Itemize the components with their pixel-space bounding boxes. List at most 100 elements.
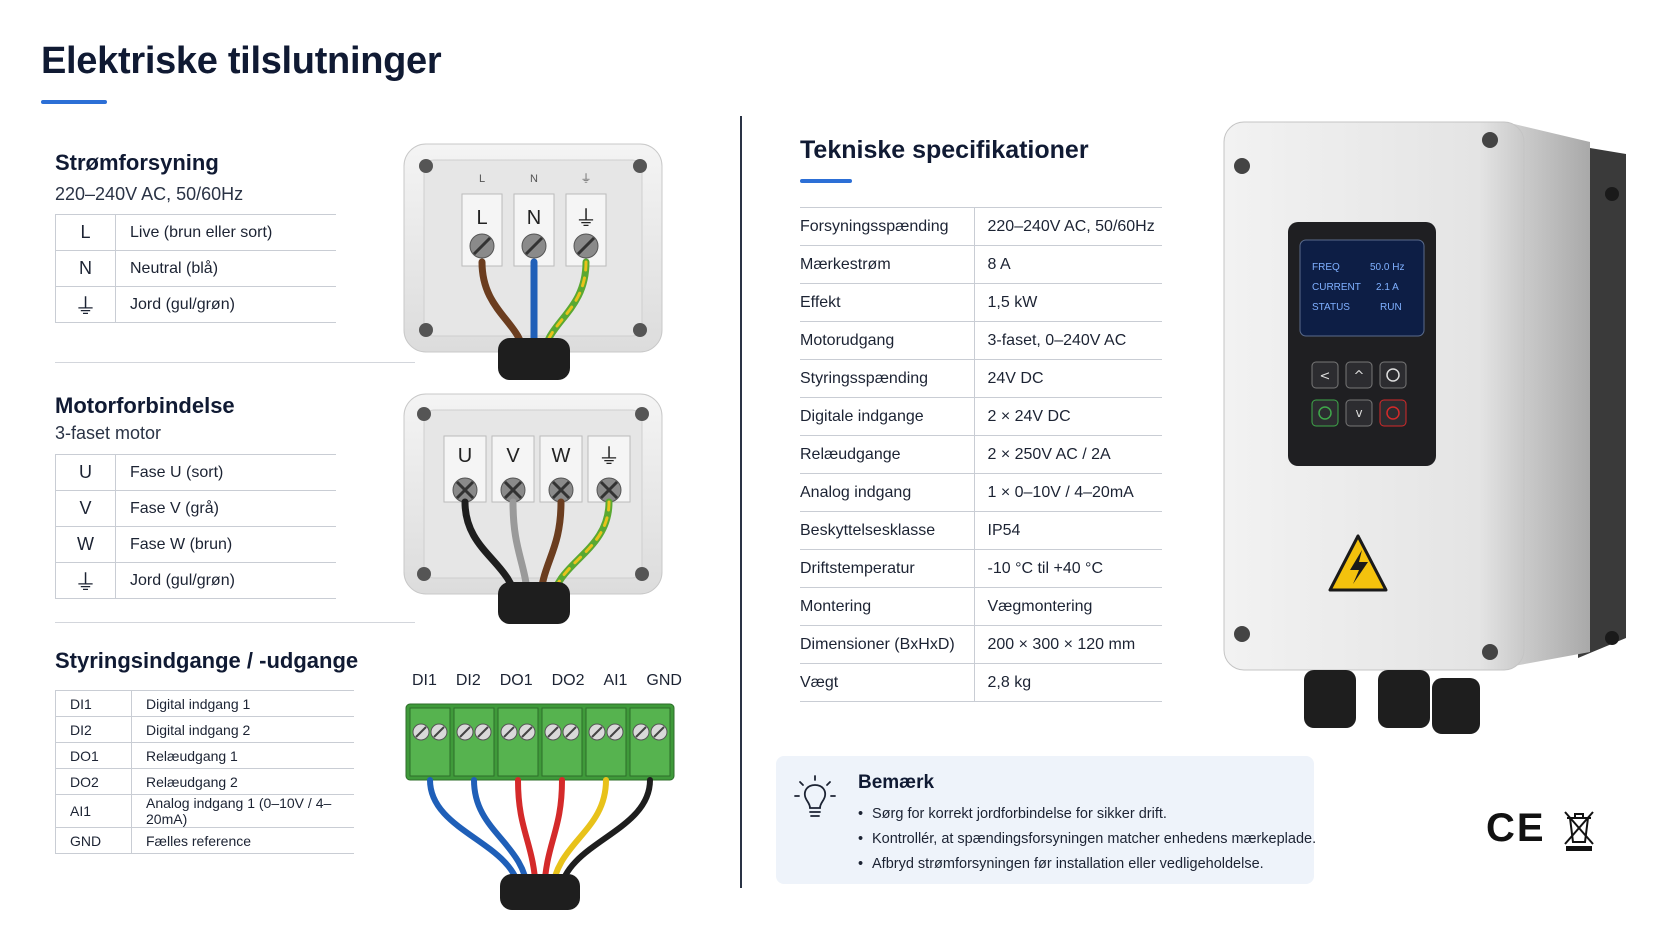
weee-icon [1564,811,1594,851]
terminal-symbol: AI1 [55,794,132,828]
control-section-title: Styringsindgange / -udgange [55,648,359,673]
spec-value: -10 °C til +40 °C [974,549,1162,588]
spec-key: Mærkestrøm [800,245,975,284]
spec-key: Vægt [800,663,975,702]
terminal-description: Fase U (sort) [115,454,336,491]
table-row: Dimensioner (BxHxD)200 × 300 × 120 mm [800,625,1162,664]
back-button-icon [1311,361,1339,389]
motor-section-title: Motorforbindelse [55,393,235,418]
up-button-icon [1345,361,1373,389]
power-section-title: Strømforsyning [55,150,219,175]
terminal-description: Digital indgang 1 [131,690,354,717]
terminal-symbol: N [55,250,116,287]
terminal-label-V: V [506,445,520,467]
terminal-symbol: L [55,214,116,251]
terminal-label-ground: ⏚ [575,206,597,231]
terminal-label-L: L [476,207,487,229]
motor-table: U Fase U (sort) V Fase V (grå) W Fase W … [55,454,336,599]
cable-gland [1304,670,1480,734]
spec-value: IP54 [974,511,1162,550]
control-terminal-block-illustration [405,703,675,910]
power-section-subtitle: 220–240V AC, 50/60Hz [55,184,244,204]
lightbulb-icon [794,775,836,817]
spec-value: 2 × 250V AC / 2A [974,435,1162,474]
terminal-description: Analog indgang 1 (0–10V / 4–20mA) [131,794,354,828]
list-item: Afbryd strømforsyningen før installation… [858,852,1316,877]
spec-value: 24V DC [974,359,1162,398]
note-title: Bemærk [858,772,935,793]
power-terminal-box-illustration: L N ⏚ L N ⏚ [403,143,663,380]
spec-key: Effekt [800,283,975,322]
spec-key: Analog indgang [800,473,975,512]
terminal-mark-N: N [530,173,538,185]
terminal-symbol: U [55,454,116,491]
svg-text:^: ^ [1354,369,1365,384]
table-row: U Fase U (sort) [55,454,336,491]
table-row: Driftstemperatur-10 °C til +40 °C [800,549,1162,588]
terminal-description: Neutral (blå) [115,250,336,287]
terminal-label: AI1 [603,672,628,689]
title-underline [41,100,107,104]
terminal-description: Jord (gul/grøn) [115,562,336,599]
specs-title: Tekniske specifikationer [800,136,1089,164]
divider [55,362,415,363]
terminal-description: Relæudgang 2 [131,768,354,795]
spec-key: Driftstemperatur [800,549,975,588]
terminal-symbol: DI2 [55,716,132,743]
motor-section-subtitle: 3-faset motor [55,423,162,443]
terminal-symbol: DI1 [55,690,132,717]
spec-key: Dimensioner (BxHxD) [800,625,975,664]
display-label: STATUS [1312,302,1350,313]
terminal-description: Live (brun eller sort) [115,214,336,251]
svg-text:<: < [1320,369,1331,384]
spec-value: 1 × 0–10V / 4–20mA [974,473,1162,512]
terminal-label: DO2 [551,672,585,689]
spec-key: Relæudgange [800,435,975,474]
spec-key: Montering [800,587,975,626]
spec-value: 8 A [974,245,1162,284]
table-row: W Fase W (brun) [55,526,336,563]
terminal-label: DI1 [412,672,437,689]
terminal-label: GND [646,672,682,689]
terminal-description: Digital indgang 2 [131,716,354,743]
ce-mark: CE [1486,806,1546,850]
drive-device-illustration: FREQ 50.0 Hz CURRENT 2.1 A STATUS RUN < … [1223,121,1626,734]
power-table: L Live (brun eller sort) N Neutral (blå)… [55,214,336,323]
cable-gland [498,338,570,380]
spec-value: 2 × 24V DC [974,397,1162,436]
terminal-label-N: N [527,207,541,229]
start-button-icon [1311,399,1339,427]
ground-symbol: ⏚ [55,286,116,323]
stop-button-icon [1379,399,1407,427]
terminal-symbol: W [55,526,116,563]
spec-value: Vægmontering [974,587,1162,626]
spec-value: 220–240V AC, 50/60Hz [974,207,1162,246]
control-terminal-labels: DI1 DI2 DO1 DO2 AI1 GND [412,672,682,690]
terminal-label: DO1 [499,672,533,689]
spec-value: 3-faset, 0–240V AC [974,321,1162,360]
cable-gland [500,874,580,910]
down-button-icon [1345,399,1373,427]
ok-button-icon [1379,361,1407,389]
list-item: Sørg for korrekt jordforbindelse for sik… [858,802,1316,827]
terminal-symbol: DO2 [55,768,132,795]
terminal-label-ground: ⏚ [598,444,620,469]
divider [55,622,415,623]
spec-key: Styringsspænding [800,359,975,398]
terminal-description: Fase V (grå) [115,490,336,527]
spec-key: Motorudgang [800,321,975,360]
